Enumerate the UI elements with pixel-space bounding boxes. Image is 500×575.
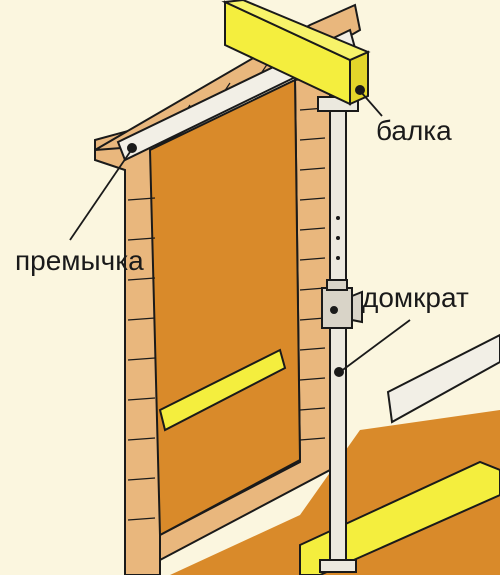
pin-hole — [336, 216, 340, 220]
yellow-top-beam-top — [221, 0, 371, 62]
beam-label: балка — [376, 115, 452, 146]
jack-marker — [334, 367, 344, 377]
leader-lines — [69, 91, 411, 373]
beam-marker — [355, 85, 365, 95]
lintel-label: премычка — [15, 245, 144, 276]
pin-hole — [336, 256, 340, 260]
pin-hole — [336, 236, 340, 240]
yellow-board-bottom — [299, 460, 500, 575]
wall-opening — [148, 78, 302, 537]
yellow-board-inner — [158, 348, 287, 432]
lintel-marker — [127, 143, 137, 153]
white-plank — [386, 333, 500, 424]
jack-post — [329, 107, 347, 564]
jack-post-base — [319, 559, 357, 573]
jack-mechanism — [321, 279, 363, 329]
jack-label: домкрат — [362, 282, 469, 313]
